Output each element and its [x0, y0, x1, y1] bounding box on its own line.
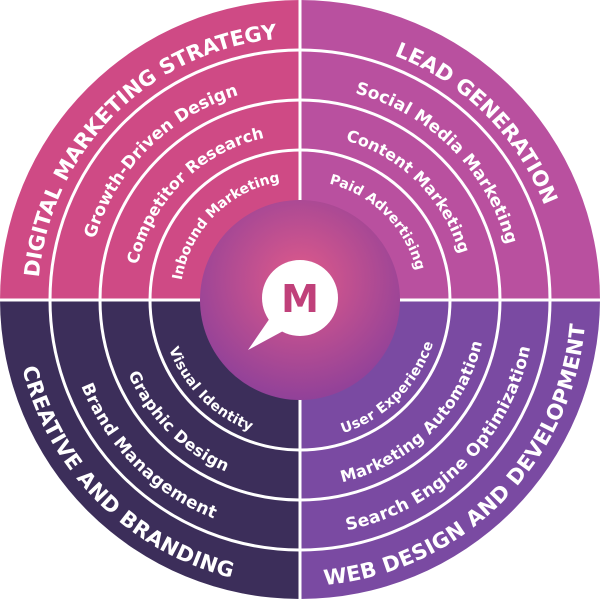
logo-letter: M — [281, 277, 319, 321]
logo-speech-bubble-icon: M — [248, 260, 338, 350]
sector-web-design — [300, 300, 600, 599]
sector-creative-branding — [0, 300, 300, 599]
sector-digital-marketing — [0, 0, 300, 300]
sector-lead-generation — [300, 0, 600, 300]
